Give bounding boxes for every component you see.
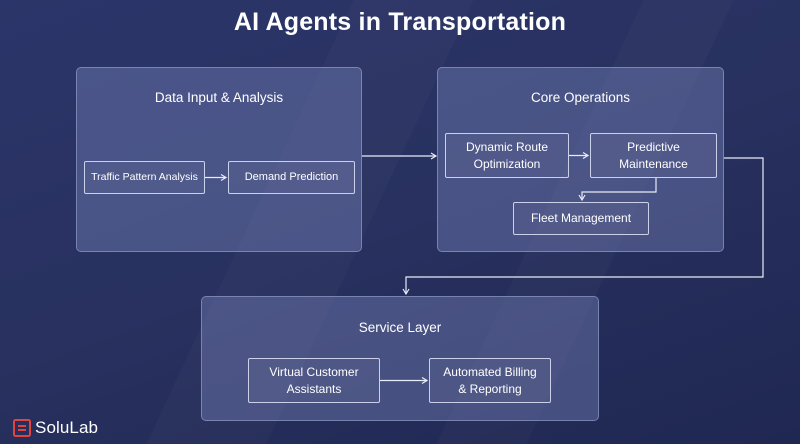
node-fleet-management[interactable]: Fleet Management: [513, 202, 649, 235]
node-label-line1: Virtual Customer: [269, 365, 359, 380]
node-dynamic-route-optimization[interactable]: Dynamic Route Optimization: [445, 133, 569, 178]
node-label-line1: Automated Billing: [443, 365, 537, 380]
node-demand-prediction[interactable]: Demand Prediction: [228, 161, 355, 194]
panel-title-data-input: Data Input & Analysis: [154, 90, 284, 105]
node-label: Traffic Pattern Analysis: [91, 171, 198, 184]
node-label-line2: Optimization: [473, 156, 541, 171]
node-label-line1: Dynamic Route: [465, 140, 549, 155]
page-title: AI Agents in Transportation: [233, 8, 567, 36]
panel-core-operations: Core Operations: [437, 67, 724, 252]
node-label: Fleet Management: [530, 211, 632, 226]
node-label-line2: Maintenance: [619, 156, 688, 171]
panel-data-input: Data Input & Analysis: [76, 67, 362, 252]
node-traffic-pattern-analysis[interactable]: Traffic Pattern Analysis: [84, 161, 205, 194]
connector-core-to-service: [402, 157, 764, 296]
connector-maintenance-to-fleet: [578, 178, 657, 202]
solulab-logo-icon: [13, 419, 31, 437]
solulab-logo: SoluLab: [13, 418, 98, 438]
node-label-line1: Predictive: [627, 140, 680, 155]
node-predictive-maintenance[interactable]: Predictive Maintenance: [590, 133, 717, 178]
node-label: Demand Prediction: [244, 171, 339, 184]
logo-text: SoluLab: [35, 418, 99, 437]
node-automated-billing-reporting[interactable]: Automated Billing & Reporting: [429, 358, 551, 403]
node-label-line2: & Reporting: [458, 381, 522, 396]
panel-title-service-layer: Service Layer: [358, 320, 442, 335]
node-virtual-customer-assistants[interactable]: Virtual Customer Assistants: [248, 358, 380, 403]
panel-title-core-operations: Core Operations: [530, 90, 631, 105]
node-label-line2: Assistants: [286, 381, 342, 396]
